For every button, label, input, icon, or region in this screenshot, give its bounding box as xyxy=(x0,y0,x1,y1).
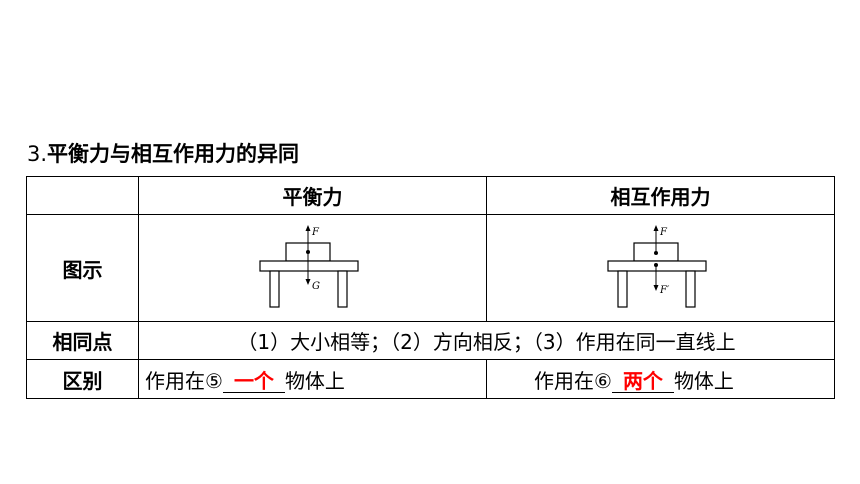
answer-blank-6: 两个 xyxy=(611,368,674,393)
figure-cell-balance: F G xyxy=(138,214,487,322)
row-label-similarities: 相同点 xyxy=(26,321,139,360)
label-force-down: G xyxy=(312,281,320,292)
difference-balance: 作用在⑤ 一个物体上 xyxy=(138,359,487,399)
label-force-up: F xyxy=(311,227,320,238)
arrowhead-up xyxy=(305,225,310,231)
label-force-up: F xyxy=(659,227,668,238)
table-row-figure: 图示 F G xyxy=(26,214,835,322)
difference-prefix: 作用在⑥ xyxy=(534,368,612,393)
header-cell-empty xyxy=(26,176,139,215)
balance-force-diagram: F G xyxy=(258,225,359,308)
section-heading: 3.平衡力与相互作用力的异同 xyxy=(27,140,299,168)
section-number: 3. xyxy=(27,142,48,166)
row-label-differences: 区别 xyxy=(26,359,139,399)
difference-interaction: 作用在⑥ 两个物体上 xyxy=(486,359,835,399)
comparison-table: 平衡力 相互作用力 图示 F G xyxy=(26,176,835,399)
section-title: 平衡力与相互作用力的异同 xyxy=(47,142,300,166)
table-leg-left xyxy=(616,270,628,308)
difference-suffix: 物体上 xyxy=(673,368,734,393)
table-leg-right xyxy=(336,270,348,308)
header-interaction-force: 相互作用力 xyxy=(486,176,835,215)
figure-cell-interaction: F F′ xyxy=(486,214,835,322)
table-leg-right xyxy=(684,270,696,308)
table-header-row: 平衡力 相互作用力 xyxy=(26,176,835,215)
arrowhead-down xyxy=(653,285,658,291)
table-row-similarities: 相同点 （1）大小相等；（2）方向相反；（3）作用在同一直线上 xyxy=(26,321,835,360)
interaction-force-diagram: F F′ xyxy=(606,225,707,308)
row-label-figure: 图示 xyxy=(26,214,139,322)
difference-prefix: 作用在⑤ xyxy=(145,368,223,393)
arrowhead-down xyxy=(305,279,310,285)
label-force-reaction: F′ xyxy=(659,285,670,296)
force-point-block xyxy=(653,251,658,255)
difference-suffix: 物体上 xyxy=(284,368,345,393)
header-balance-force: 平衡力 xyxy=(138,176,487,215)
table-top xyxy=(258,260,359,272)
answer-blank-5: 一个 xyxy=(222,368,285,393)
answer-5: 一个 xyxy=(233,368,274,393)
table-leg-left xyxy=(268,270,280,308)
arrowhead-up xyxy=(653,225,658,231)
answer-6: 两个 xyxy=(622,368,663,393)
similarities-text: （1）大小相等；（2）方向相反；（3）作用在同一直线上 xyxy=(138,321,835,360)
